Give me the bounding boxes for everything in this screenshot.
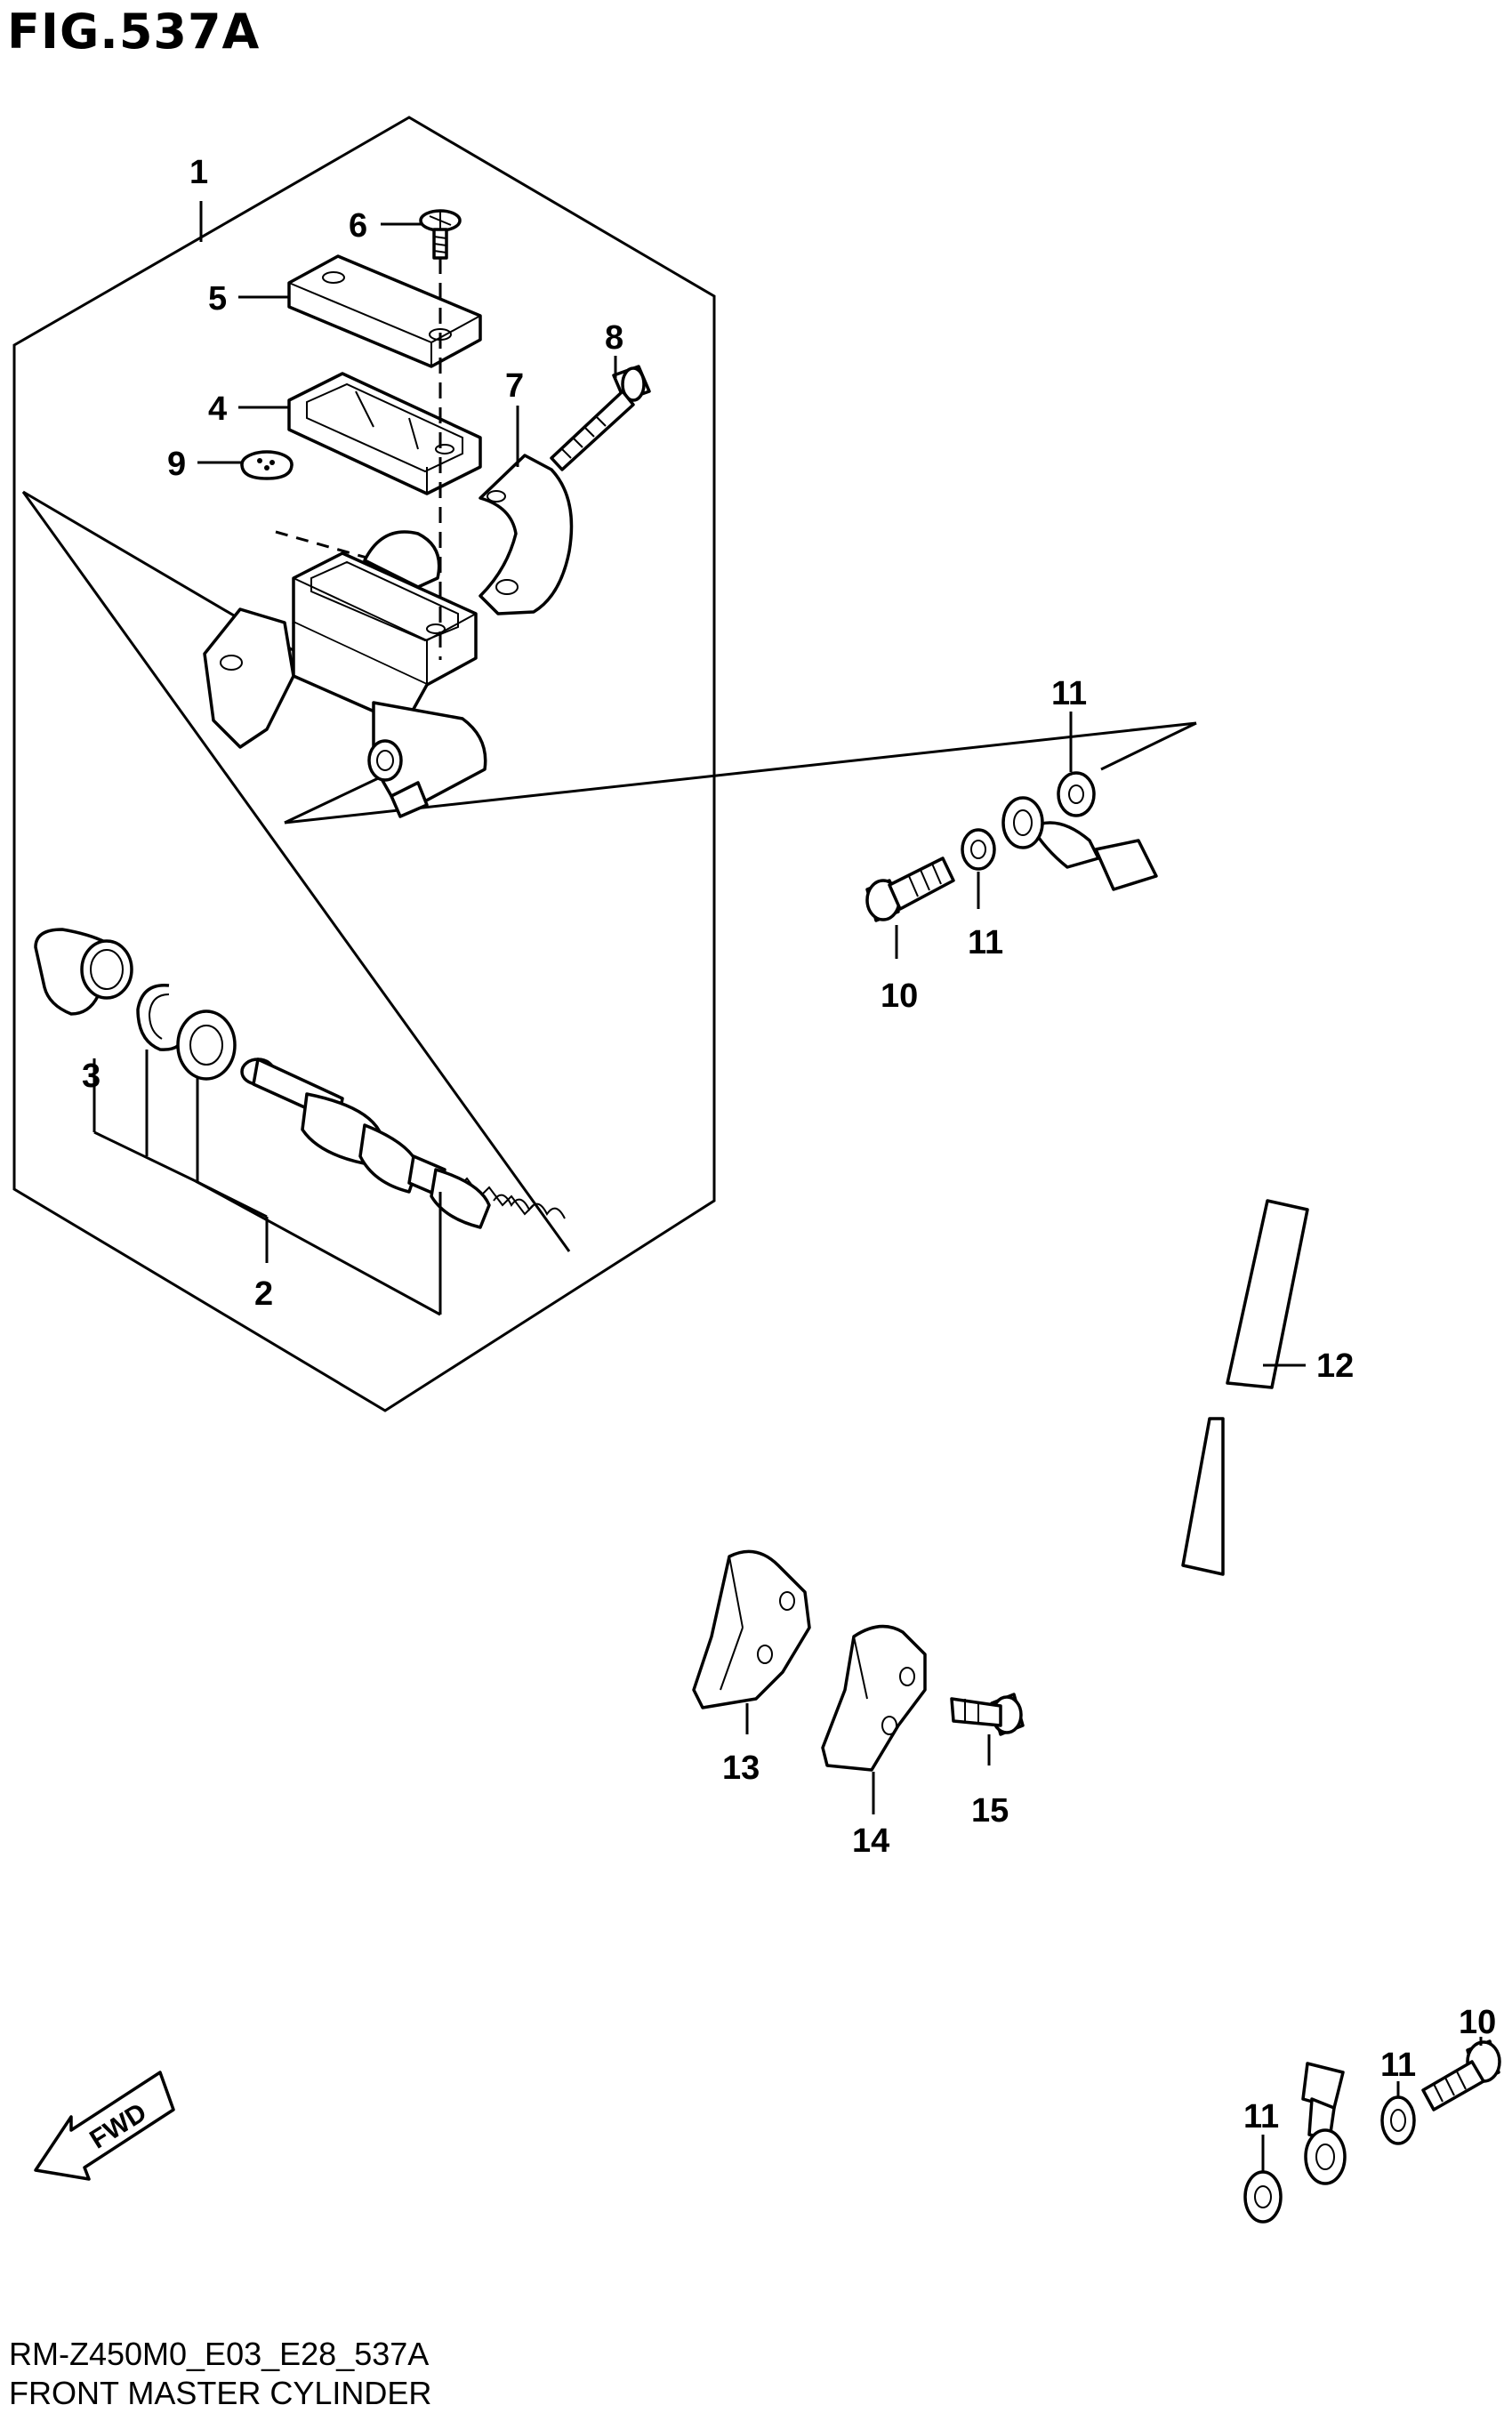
- union-bolt-upper[interactable]: [865, 857, 955, 922]
- callout-4: 4: [208, 390, 227, 428]
- callout-14: 14: [852, 1822, 889, 1860]
- washer-lower-2[interactable]: [1243, 2170, 1283, 2224]
- callout-11-top: 11: [1051, 675, 1087, 712]
- callout-13: 13: [722, 1749, 760, 1787]
- assembly-frame: [12, 116, 716, 1412]
- exploded-view-guides: [21, 490, 1197, 1252]
- clamp-bolt[interactable]: [550, 365, 651, 471]
- diaphragm-plate[interactable]: [287, 372, 482, 495]
- callout-3: 3: [82, 1058, 101, 1095]
- cap-screw[interactable]: [419, 209, 462, 260]
- callout-leaders-lower: [745, 712, 1483, 2172]
- figure-title: FIG.537A: [7, 4, 261, 60]
- callout-leaders-2: [92, 1050, 442, 1316]
- figure-name: FRONT MASTER CYLINDER: [9, 2375, 432, 2411]
- hose-guide[interactable]: [692, 1549, 811, 1709]
- callout-15: 15: [971, 1792, 1009, 1830]
- washer-upper-2[interactable]: [1057, 771, 1096, 817]
- figure-code: RM-Z450M0_E03_E28_537A: [9, 2336, 430, 2372]
- callout-7: 7: [505, 367, 524, 405]
- callout-5: 5: [208, 280, 227, 318]
- callout-8: 8: [605, 319, 623, 357]
- brake-hose[interactable]: [1001, 796, 1361, 2185]
- piston-washer[interactable]: [176, 1009, 237, 1081]
- callout-2: 2: [254, 1275, 273, 1313]
- piston-boot[interactable]: [34, 928, 133, 1016]
- callout-10-upper: 10: [881, 977, 918, 1015]
- callout-1: 1: [189, 154, 208, 191]
- callout-11-lower-left: 11: [1243, 2098, 1279, 2135]
- master-cylinder-body[interactable]: [203, 530, 487, 818]
- callout-6: 6: [349, 207, 367, 245]
- hose-clamp[interactable]: [821, 1624, 927, 1772]
- piston-assembly[interactable]: [240, 1058, 566, 1229]
- callout-11-upper: 11: [968, 924, 1003, 961]
- clamp-screw[interactable]: [950, 1693, 1025, 1736]
- washer-lower-1[interactable]: [1380, 2095, 1416, 2145]
- union-bolt-lower[interactable]: [1421, 2039, 1501, 2111]
- callout-9: 9: [167, 446, 186, 483]
- forward-direction-arrow: FWD: [34, 2071, 175, 2181]
- callout-12: 12: [1316, 1347, 1354, 1385]
- sight-glass[interactable]: [240, 450, 294, 480]
- washer-upper-1[interactable]: [961, 828, 996, 871]
- callout-leaders-upper: [197, 201, 617, 660]
- reservoir-cap[interactable]: [287, 254, 482, 368]
- callout-10-lower: 10: [1459, 2004, 1496, 2041]
- holder-clamp[interactable]: [479, 454, 574, 615]
- callout-11-lower-right: 11: [1380, 2047, 1416, 2084]
